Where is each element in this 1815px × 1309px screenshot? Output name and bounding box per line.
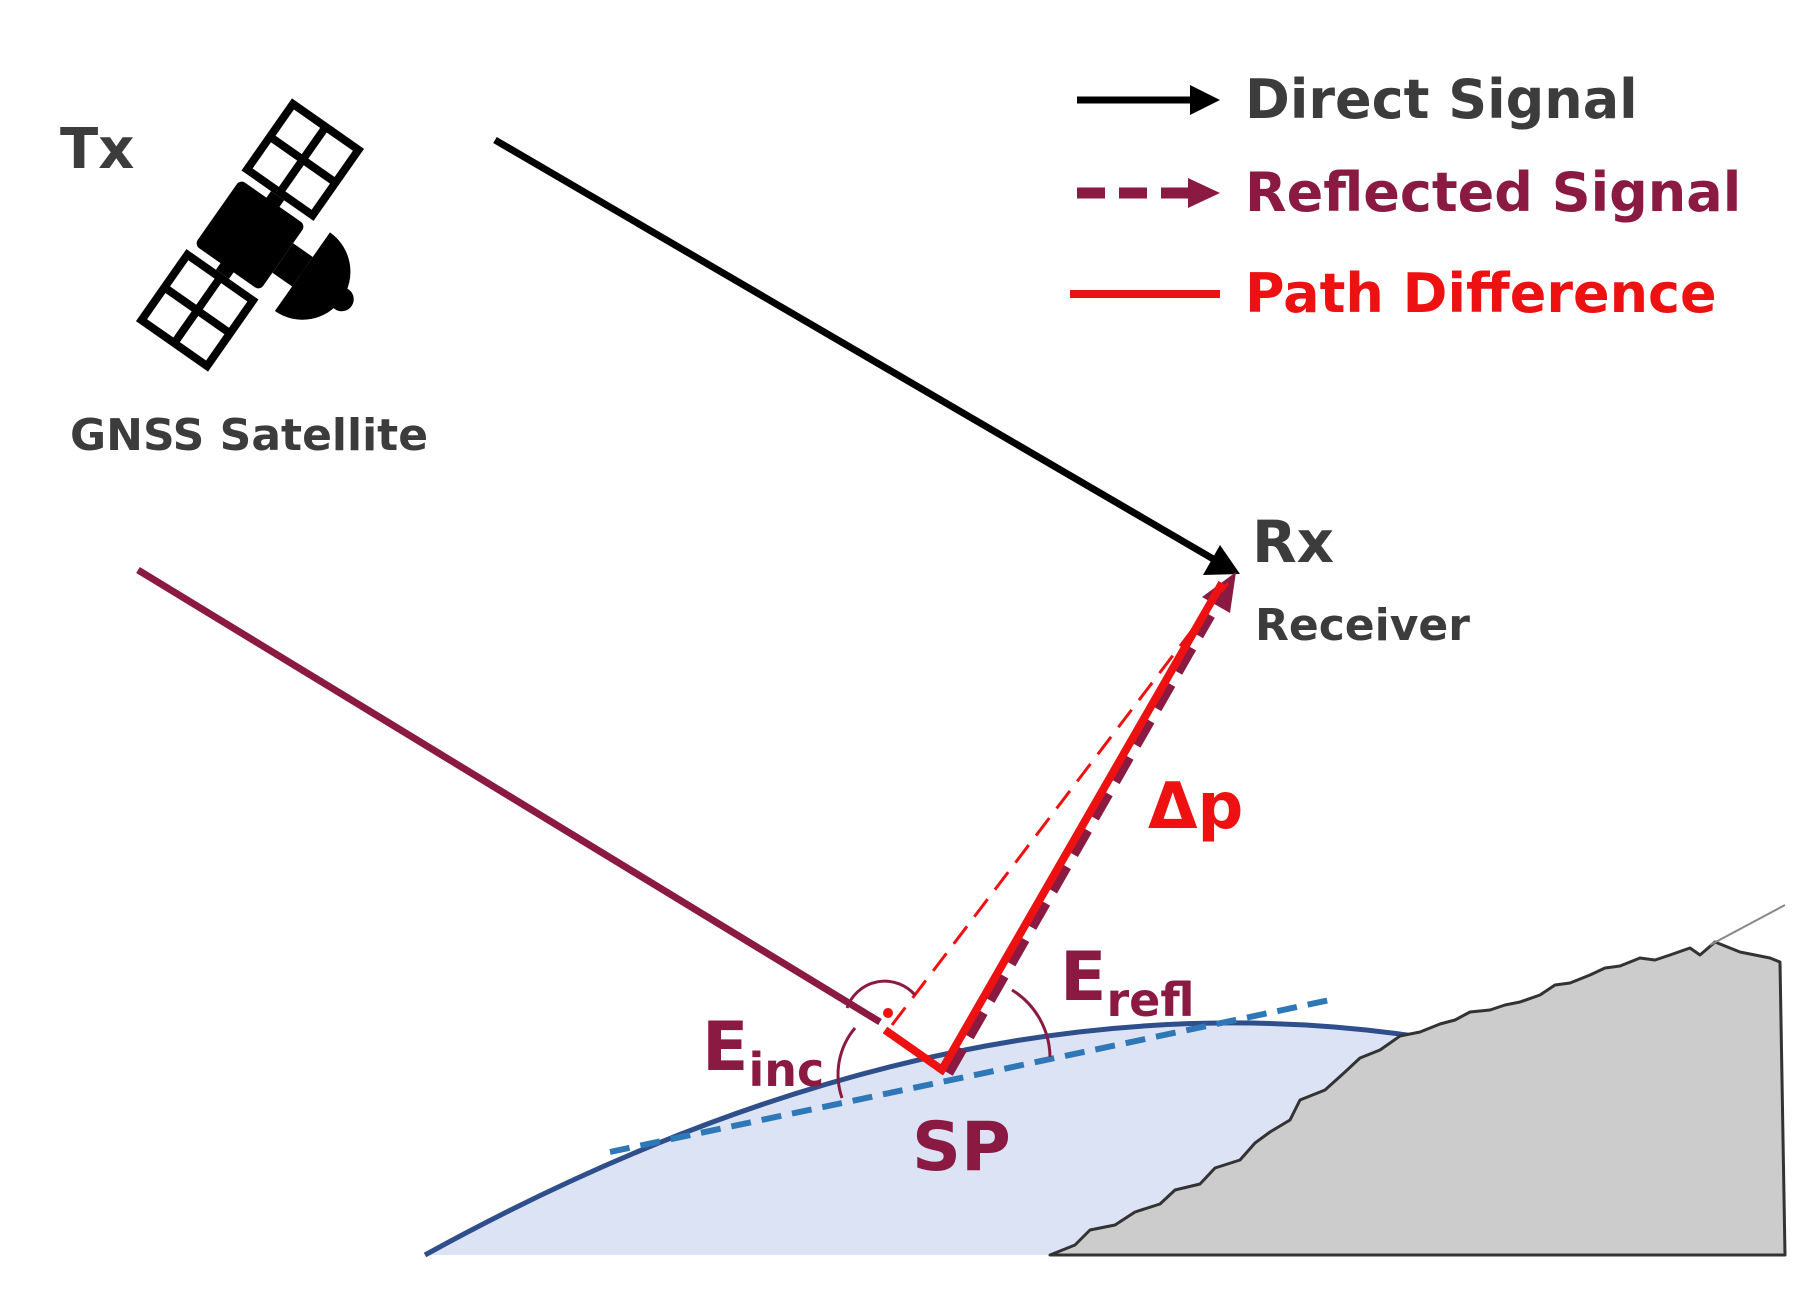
e-refl-label: Erefl [1060,938,1194,1027]
path-difference-line-long [936,581,1226,1075]
reflected-signal-line [943,612,1215,1076]
e-refl-subscript: refl [1106,973,1194,1027]
rx-label: Rx [1252,508,1334,576]
satellite-icon [135,98,365,372]
land-ridge-line [1709,904,1786,946]
legend-reflected-swatch-arrowhead [1188,178,1220,208]
direct-signal-line [493,136,1217,564]
receiver-label: Receiver [1255,600,1470,651]
right-angle-dot [883,1008,893,1018]
incident-signal-line [136,567,882,1025]
reflection-angle-arc [1011,988,1052,1058]
perpendicular-dashed-line [890,582,1230,1026]
water-boundary-line [423,1020,1441,1258]
tx-label: Tx [60,117,134,182]
e-refl-main: E [1060,938,1106,1017]
e-inc-main: E [702,1008,748,1087]
path-difference-line [882,1026,948,1076]
legend-path-difference-label: Path Difference [1245,262,1717,325]
incidence-angle-arc [836,1027,857,1099]
legend-direct-swatch-arrowhead [1190,85,1220,115]
delta-p-label: Δp [1148,770,1243,844]
legend-reflected-label: Reflected Signal [1245,161,1741,224]
legend-direct-label: Direct Signal [1245,68,1638,131]
e-inc-label: Einc [702,1008,824,1097]
right-angle-arc [845,979,917,1009]
direct-signal-arrowhead [1203,545,1240,575]
land-terrain [1048,940,1787,1257]
sp-label: SP [912,1108,1011,1187]
satellite-label: GNSS Satellite [70,410,428,461]
e-inc-subscript: inc [748,1043,824,1097]
